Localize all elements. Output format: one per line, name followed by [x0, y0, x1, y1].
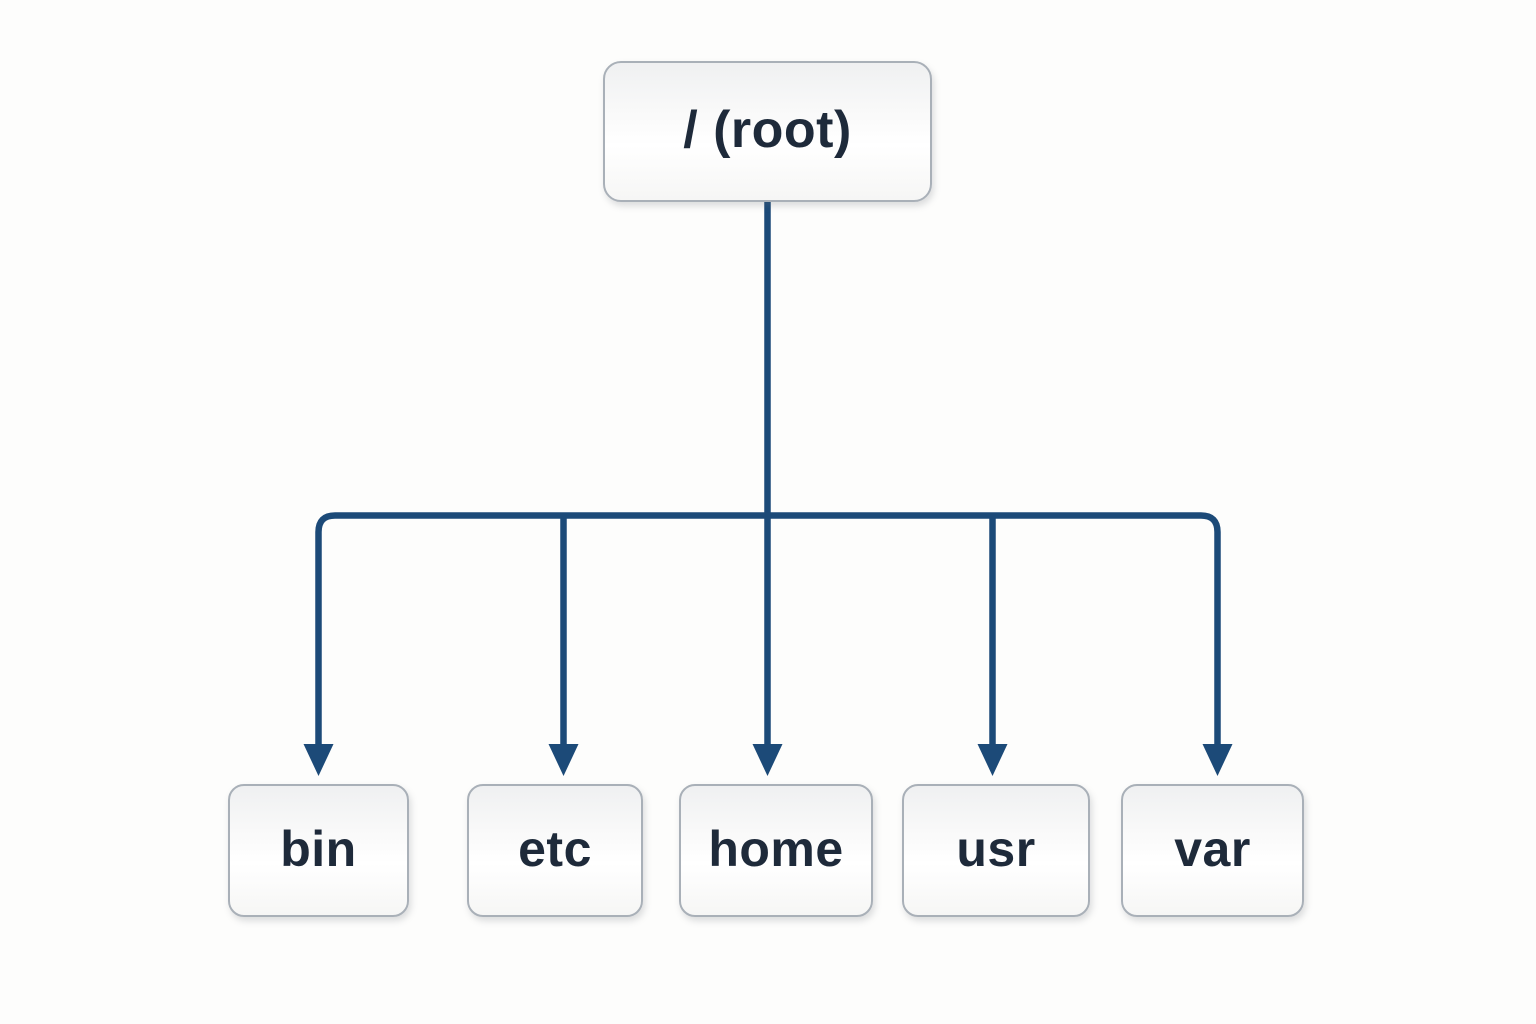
connector-trunk [315, 512, 1221, 746]
node-root-label: / (root) [683, 100, 852, 159]
arrowhead-var-icon [1202, 744, 1233, 776]
node-usr: usr [902, 784, 1090, 917]
node-bin: bin [228, 784, 409, 917]
arrowhead-home-icon [752, 744, 783, 776]
node-usr-label: usr [956, 820, 1036, 877]
node-etc: etc [467, 784, 643, 917]
node-bin-label: bin [280, 820, 357, 877]
node-home-label: home [708, 820, 844, 877]
node-var: var [1121, 784, 1304, 917]
node-var-label: var [1174, 820, 1251, 877]
arrowhead-bin-icon [303, 744, 334, 776]
node-root: / (root) [603, 61, 932, 202]
arrowhead-usr-icon [977, 744, 1008, 776]
arrowhead-etc-icon [548, 744, 579, 776]
node-etc-label: etc [518, 820, 592, 877]
node-home: home [679, 784, 873, 917]
